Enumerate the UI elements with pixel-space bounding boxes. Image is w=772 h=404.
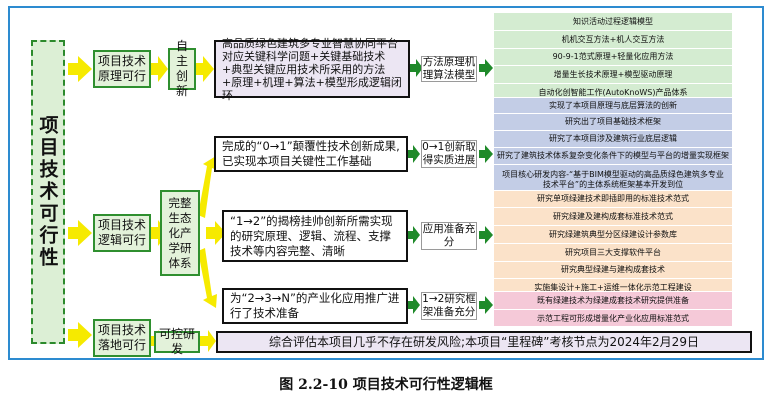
arrow-innovation-box1 <box>195 56 214 82</box>
arrow-box4-framework <box>408 296 420 314</box>
group-framework-items: 既有绿建技术为绿建成套技术研究提供准备 示范工程可形成增量化产业化应用标准范式 <box>494 292 732 326</box>
list-item: 机机交互方法+机人交互方法 <box>494 30 732 48</box>
list-item: 既有绿建技术为绿建成套技术研究提供准备 <box>537 295 689 305</box>
arrow-ecosystem-box3 <box>206 221 226 245</box>
row-landing-feasible: 项目技术落地可行 <box>93 319 151 357</box>
ecosystem-label: 完整生态化产学研体系 <box>160 190 200 276</box>
arrow-framework-group4 <box>479 296 493 314</box>
group-principle-items: 知识活动过程逻辑模型 机机交互方法+机人交互方法 90-9-1范式原理+轻量化应… <box>494 13 732 97</box>
arrow-logic-ecosystem <box>150 220 168 246</box>
arrow-app-ready-group3 <box>479 226 493 244</box>
row-principle-feasible: 项目技术原理可行 <box>93 50 151 88</box>
arrow-method-group1 <box>479 59 493 77</box>
box-platform-closed-loop: 高品质绿色建筑多专业智慧协同平台对应关键科学问题+关键基础技术+典型关键应用技术… <box>214 37 410 102</box>
group-application-items: 研究单项绿建技术即插即用的标准技术范式 研究绿建及建构成套标准技术范式 研究绿建… <box>494 191 732 292</box>
list-item: 研究典型绿建与建构成套技术 <box>494 261 732 278</box>
label-application-ready: 应用准备充分 <box>421 222 477 250</box>
list-item: 研究绿建及建构成套标准技术范式 <box>494 207 732 225</box>
project-feasibility-title: 项目技术可行性 <box>31 40 65 344</box>
group-progress-items: 实现了本项目原理与底层算法的创新 研究出了项目基础技术框架 研究了本项目涉及建筑… <box>494 98 732 190</box>
list-item: 知识活动过程逻辑模型 <box>573 16 653 26</box>
label-framework-ready: 1→2研究框架准备充分 <box>421 292 477 320</box>
list-item: 研究单项绿建技术即插即用的标准技术范式 <box>537 194 689 203</box>
arrow-zero-one-group2 <box>479 145 493 163</box>
figure-caption: 图 2.2-10 项目技术可行性逻辑框 <box>279 377 493 393</box>
innovation-label: 自主创新 <box>168 39 196 98</box>
list-item: 研究了本项目涉及建筑行业底层逻辑 <box>494 130 732 147</box>
research-label: 可控研发 <box>154 327 200 356</box>
box-one-to-two-research: “1→2”的揭榜挂帅创新所需实现的研究原理、逻辑、流程、支撑技术等内容完整、清晰 <box>222 210 408 262</box>
list-item: 实现了本项目原理与底层算法的创新 <box>549 100 677 110</box>
label-zero-one-progress: 0→1创新取得实质进展 <box>421 140 477 168</box>
list-item: 研究绿建筑典型分区绿建设计参数库 <box>494 225 732 243</box>
arrow-box1-method <box>410 59 423 77</box>
list-item: 增量生长技术原理+模型驱动原理 <box>494 65 732 83</box>
arrow-principle-innovation <box>150 56 168 82</box>
list-item: 研究出了项目基础技术框架 <box>494 113 732 130</box>
row-logic-feasible: 项目技术逻辑可行 <box>93 214 151 252</box>
arrow-to-landing <box>68 322 92 348</box>
box-risk-assessment: 综合评估本项目几乎不存在研发风险;本项目“里程碑”考核节点为2024年2月29日 <box>216 331 752 353</box>
label-method-model: 方法原理机理算法模型 <box>421 56 477 82</box>
list-item: 实施集设计+施工+运维一体化示范工程建设 <box>494 278 732 296</box>
arrow-research-box5 <box>200 330 216 352</box>
list-item: 项目核心研发内容-“基于BIM模型驱动的高品质绿色建筑多专业技术平台”的主体系统… <box>494 164 732 194</box>
list-item: 示范工程可形成增量化产业化应用标准范式 <box>494 309 732 327</box>
list-item: 自动化创智能工作(AutoKnoWS)产品体系 <box>494 83 732 101</box>
arrow-ecosystem-box2 <box>198 156 217 218</box>
arrow-box2-zero-one <box>408 145 420 163</box>
arrow-ecosystem-box4 <box>198 248 217 308</box>
list-item: 研究了建筑技术体系复杂变化条件下的模型与平台的增量实现框架 <box>494 147 732 164</box>
arrow-box3-app-ready <box>408 226 420 244</box>
diagram-frame <box>8 6 764 360</box>
list-item: 研究项目三大支撑软件平台 <box>494 243 732 261</box>
arrow-to-principle <box>68 56 92 82</box>
box-industrial-prep: 为“2→3→N”的产业化应用推广进行了技术准备 <box>222 288 408 324</box>
arrow-to-logic <box>68 220 92 246</box>
list-item: 90-9-1范式原理+轻量化应用方法 <box>494 48 732 65</box>
box-zero-to-one-results: 完成的“0→1”颠覆性技术创新成果,已实现本项目关键性工作基础 <box>214 136 408 172</box>
